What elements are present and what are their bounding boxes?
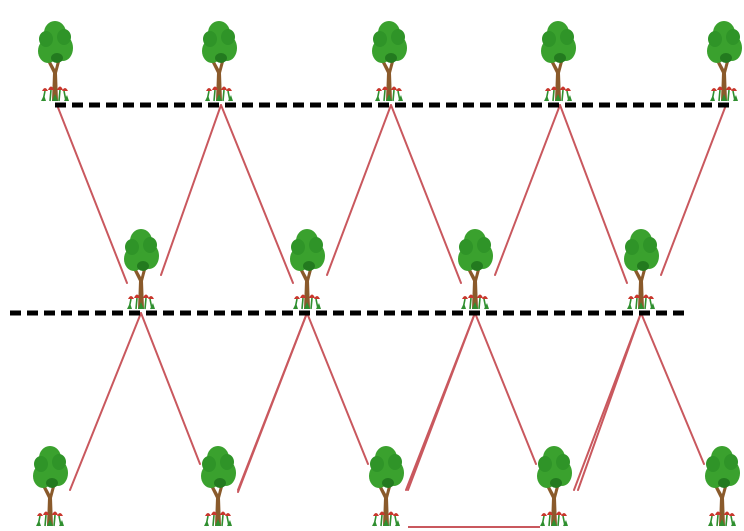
connector-line (640, 312, 705, 465)
connector-line (407, 312, 476, 491)
connector-line (390, 104, 462, 284)
tree-icons (32, 20, 743, 527)
connector-line (237, 312, 308, 493)
tree-with-tulips-icon (623, 228, 660, 310)
connector-line (660, 104, 727, 276)
connector-line (559, 104, 628, 284)
connector-lines (56, 104, 727, 528)
tree-with-tulips-icon (289, 228, 326, 310)
tree-with-tulips-icon (457, 228, 494, 310)
connector-line (474, 312, 537, 465)
connector-line (140, 312, 201, 465)
connector-line (69, 312, 142, 491)
tree-with-tulips-icon (201, 20, 238, 102)
tree-with-tulips-icon (540, 20, 577, 102)
connector-line (306, 312, 369, 465)
connector-line (577, 312, 642, 491)
tree-with-tulips-icon (706, 20, 743, 102)
tree-with-tulips-icon (371, 20, 408, 102)
connector-line (326, 104, 392, 276)
tree-with-tulips-icon (123, 228, 160, 310)
tree-with-tulips-icon (200, 445, 237, 527)
tree-with-tulips-icon (704, 445, 741, 527)
row-baselines (10, 102, 730, 316)
tree-with-tulips-icon (536, 445, 573, 527)
tree-with-tulips-icon (368, 445, 405, 527)
connector-line (56, 104, 128, 284)
connector-line (220, 104, 294, 284)
tree-with-tulips-icon (32, 445, 69, 527)
connector-line (160, 104, 222, 276)
tree-with-tulips-icon (37, 20, 74, 102)
connector-line (494, 104, 561, 276)
